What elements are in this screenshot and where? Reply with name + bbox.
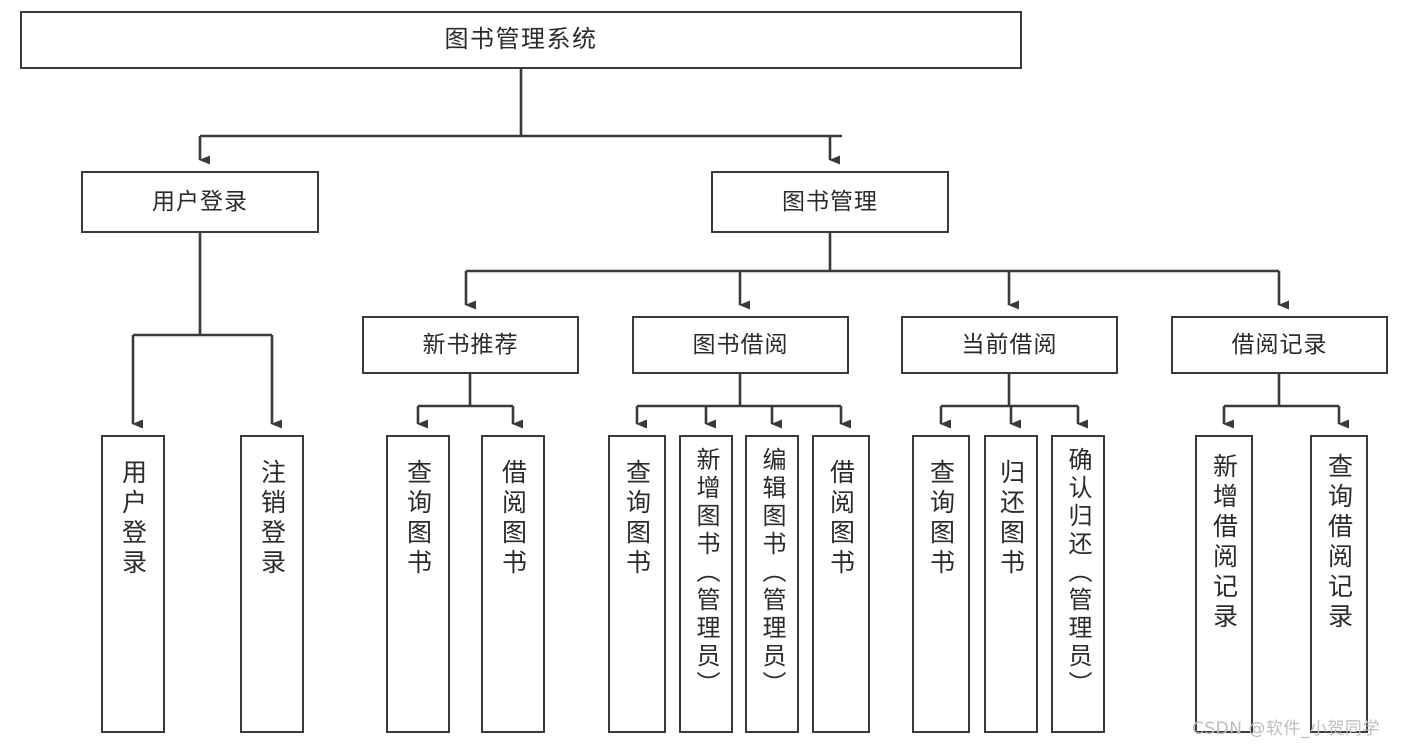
node-current-borrow-label: 当前借阅 xyxy=(961,331,1058,358)
node-leaf-query-book-3-label: 查询图书 xyxy=(926,459,956,579)
node-user-login[interactable]: 用户登录 xyxy=(81,171,319,233)
node-leaf-borrow-book-2[interactable]: 借阅图书 xyxy=(812,435,870,733)
node-user-login-label: 用户登录 xyxy=(152,188,248,215)
node-book-manage-label: 图书管理 xyxy=(782,188,878,215)
node-borrow-record[interactable]: 借阅记录 xyxy=(1171,316,1388,374)
node-leaf-query-book-2-label: 查询图书 xyxy=(622,459,652,579)
node-leaf-logout-label: 注销登录 xyxy=(257,459,287,579)
node-leaf-query-book-2[interactable]: 查询图书 xyxy=(608,435,666,733)
node-leaf-user-login[interactable]: 用户登录 xyxy=(101,435,165,733)
node-leaf-confirm-return-label: 确认归还（管理员） xyxy=(1064,447,1092,699)
node-leaf-return-book-label: 归还图书 xyxy=(996,459,1026,579)
node-leaf-add-book-label: 新增图书（管理员） xyxy=(692,447,720,699)
node-leaf-query-book-3[interactable]: 查询图书 xyxy=(912,435,970,733)
node-leaf-add-record[interactable]: 新增借阅记录 xyxy=(1195,435,1253,733)
node-leaf-borrow-book-1-label: 借阅图书 xyxy=(498,459,528,579)
node-book-borrow-label: 图书借阅 xyxy=(692,331,789,358)
watermark-csdn: CSDN @软件_小贺同学 xyxy=(1192,719,1380,739)
node-book-borrow[interactable]: 图书借阅 xyxy=(632,316,849,374)
node-new-book-recommend-label: 新书推荐 xyxy=(422,331,519,358)
node-leaf-add-record-label: 新增借阅记录 xyxy=(1209,453,1239,633)
node-new-book-recommend[interactable]: 新书推荐 xyxy=(362,316,579,374)
node-leaf-edit-book[interactable]: 编辑图书（管理员） xyxy=(745,435,799,733)
node-current-borrow[interactable]: 当前借阅 xyxy=(901,316,1118,374)
node-leaf-borrow-book-2-label: 借阅图书 xyxy=(826,459,856,579)
node-root-label: 图书管理系统 xyxy=(444,25,598,54)
node-book-manage[interactable]: 图书管理 xyxy=(711,171,949,233)
node-leaf-logout[interactable]: 注销登录 xyxy=(240,435,304,733)
node-borrow-record-label: 借阅记录 xyxy=(1231,331,1328,358)
node-leaf-confirm-return[interactable]: 确认归还（管理员） xyxy=(1051,435,1105,733)
node-leaf-return-book[interactable]: 归还图书 xyxy=(984,435,1038,733)
node-leaf-borrow-book-1[interactable]: 借阅图书 xyxy=(481,435,545,733)
node-leaf-user-login-label: 用户登录 xyxy=(118,459,148,579)
node-leaf-query-record-label: 查询借阅记录 xyxy=(1324,453,1354,633)
node-leaf-query-book-1-label: 查询图书 xyxy=(403,459,433,579)
node-leaf-edit-book-label: 编辑图书（管理员） xyxy=(758,447,786,699)
node-leaf-query-record[interactable]: 查询借阅记录 xyxy=(1310,435,1368,733)
node-leaf-query-book-1[interactable]: 查询图书 xyxy=(386,435,450,733)
node-leaf-add-book[interactable]: 新增图书（管理员） xyxy=(679,435,733,733)
node-root[interactable]: 图书管理系统 xyxy=(20,11,1022,69)
